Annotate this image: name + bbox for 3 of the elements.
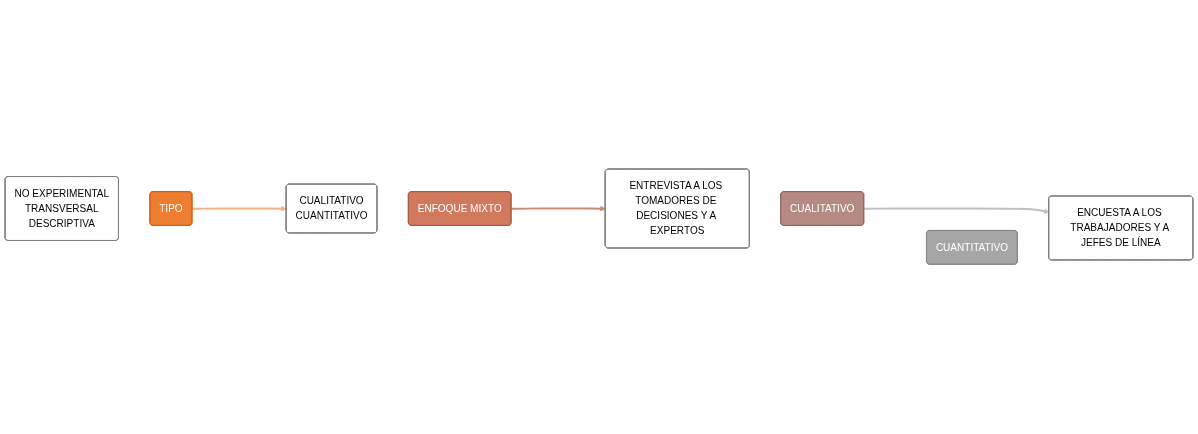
arrow bbox=[863, 207, 1050, 215]
arrow bbox=[510, 206, 606, 212]
arrow bbox=[191, 206, 287, 212]
